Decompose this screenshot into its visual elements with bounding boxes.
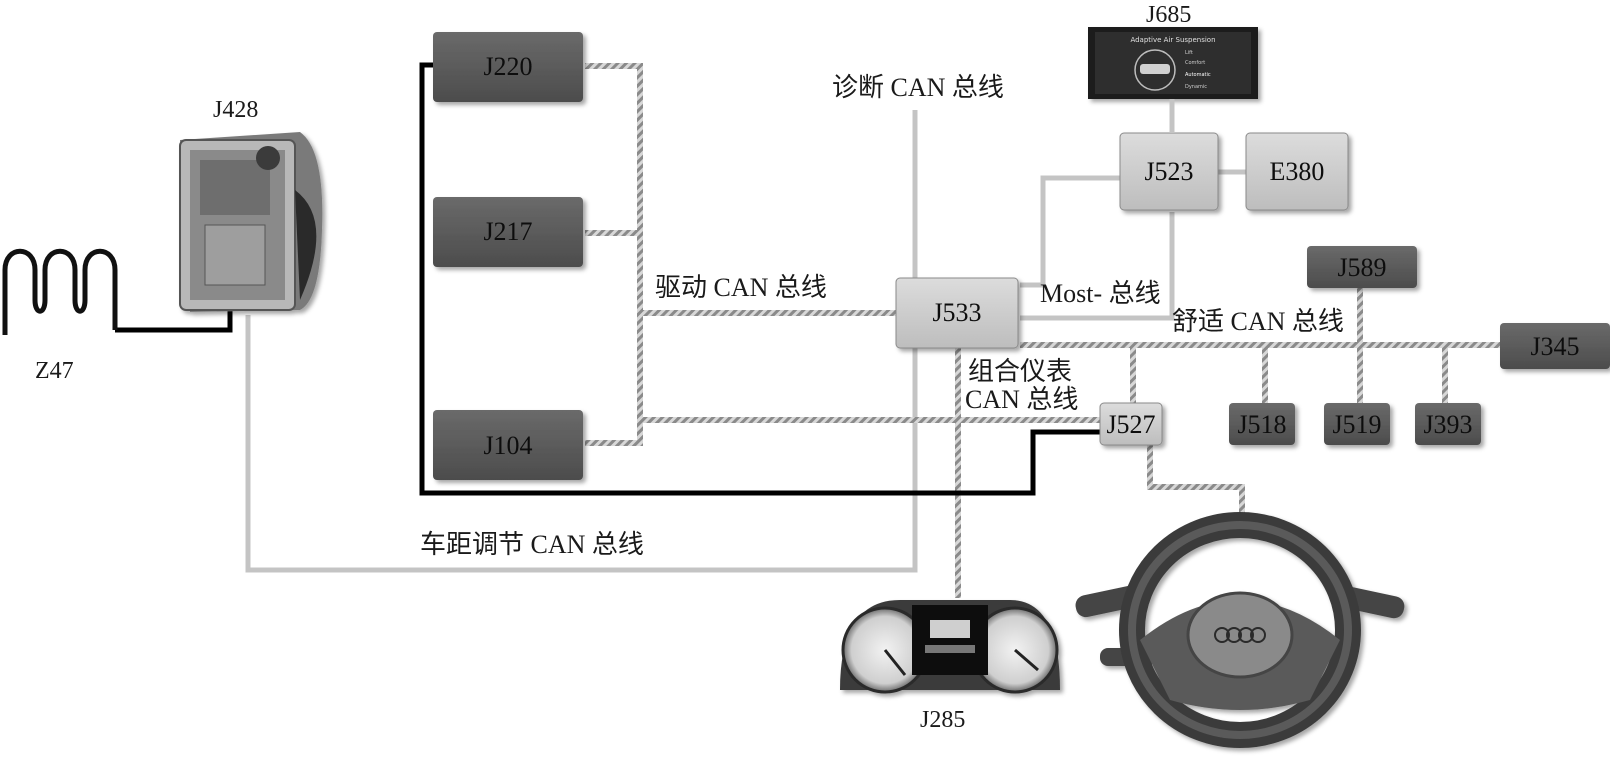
module-j220[interactable]: J220 (433, 32, 583, 102)
comfort-can-label: 舒适 CAN 总线 (1172, 307, 1344, 336)
module-j393[interactable]: J393 (1415, 403, 1481, 445)
module-j589[interactable]: J589 (1307, 246, 1417, 288)
module-j345[interactable]: J345 (1500, 323, 1610, 369)
drive-can-label: 驱动 CAN 总线 (655, 273, 827, 302)
module-j104-label: J104 (483, 431, 532, 460)
module-j220-label: J220 (483, 52, 532, 81)
module-j527-label: J527 (1106, 410, 1155, 439)
j285-label: J285 (920, 707, 965, 733)
most-bus-label: Most- 总线 (1040, 279, 1161, 308)
drive-can-trunk (585, 63, 643, 446)
screen-opt2: Comfort (1185, 60, 1205, 66)
module-j519-label: J519 (1332, 410, 1381, 439)
j685-display[interactable]: Adaptive Air Suspension Lift Comfort Aut… (1088, 27, 1258, 99)
z47-heater-coil (2, 248, 118, 335)
sensor-line (419, 62, 1100, 496)
module-e380-label: E380 (1270, 157, 1325, 186)
instrument-can-label-1: 组合仪表 (968, 357, 1072, 386)
j428-label: J428 (213, 97, 258, 123)
screen-opt3: Automatic (1185, 72, 1211, 78)
j428-radar-unit (179, 132, 323, 312)
most-line-top (1020, 175, 1120, 288)
j685-label: J685 (1146, 2, 1191, 28)
module-j527[interactable]: J527 (1099, 402, 1163, 446)
j527-to-steering (1147, 440, 1245, 520)
module-j518-label: J518 (1237, 410, 1286, 439)
module-j589-label: J589 (1337, 253, 1386, 282)
audi-logo-icon (1214, 627, 1266, 643)
module-j523-label: J523 (1144, 157, 1193, 186)
distance-can-label: 车距调节 CAN 总线 (420, 530, 644, 559)
screen-opt4: Dynamic (1185, 84, 1207, 90)
module-j533[interactable]: J533 (895, 277, 1019, 349)
steering-wheel[interactable] (1074, 512, 1407, 748)
module-j518[interactable]: J518 (1229, 403, 1295, 445)
module-j104[interactable]: J104 (433, 410, 583, 480)
light-bus-lines (245, 110, 1246, 573)
most-line-return (1020, 300, 1175, 321)
module-j523[interactable]: J523 (1119, 132, 1219, 211)
z47-label: Z47 (35, 358, 74, 384)
j285-instrument-cluster[interactable] (840, 600, 1060, 694)
module-j345-label: J345 (1530, 332, 1579, 361)
instrument-can-label-2: CAN 总线 (965, 385, 1078, 414)
module-j217[interactable]: J217 (433, 197, 583, 267)
distance-can-line (245, 110, 918, 573)
module-j533-label: J533 (932, 298, 981, 327)
diagnostic-can-label: 诊断 CAN 总线 (832, 73, 1004, 102)
module-j519[interactable]: J519 (1324, 403, 1390, 445)
module-j393-label: J393 (1423, 410, 1472, 439)
screen-title: Adaptive Air Suspension (1130, 36, 1215, 44)
module-e380[interactable]: E380 (1245, 132, 1349, 211)
module-j217-label: J217 (483, 217, 532, 246)
screen-opt1: Lift (1185, 50, 1193, 56)
hatched-bus-lines (585, 63, 1500, 598)
